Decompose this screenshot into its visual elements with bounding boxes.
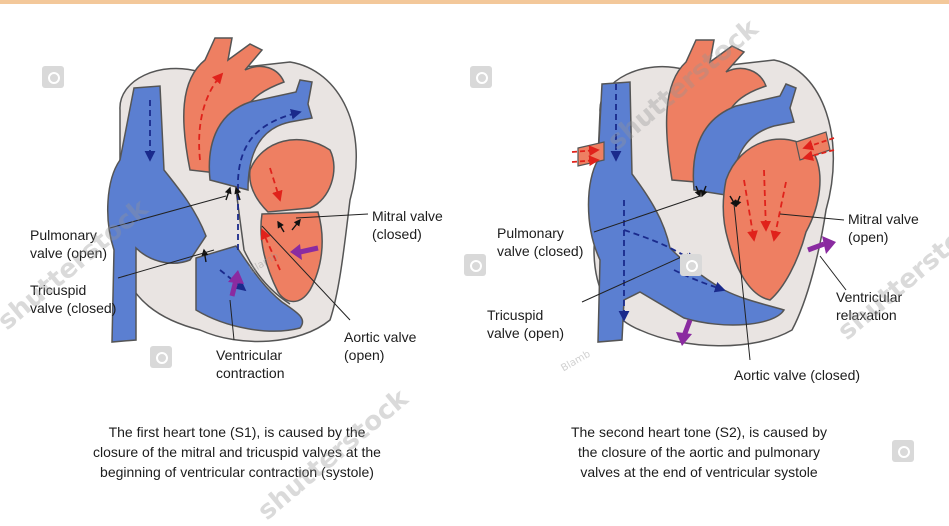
label-mitral-valve-closed: Mitral valve (closed) bbox=[372, 207, 443, 243]
label-aortic-valve-closed: Aortic valve (closed) bbox=[734, 366, 860, 384]
watermark-logo-icon bbox=[42, 66, 64, 88]
watermark-logo-icon bbox=[464, 254, 486, 276]
label-pulmonary-valve-closed: Pulmonary valve (closed) bbox=[497, 224, 583, 260]
label-tricuspid-valve-open: Tricuspid valve (open) bbox=[487, 306, 564, 342]
label-ventricular-contraction: Ventricular contraction bbox=[216, 346, 284, 382]
watermark-logo-icon bbox=[892, 440, 914, 462]
caption-s2: The second heart tone (S2), is caused by… bbox=[534, 422, 864, 482]
label-mitral-valve-open: Mitral valve (open) bbox=[848, 210, 919, 246]
watermark-logo-icon bbox=[470, 66, 492, 88]
watermark-logo-icon bbox=[680, 254, 702, 276]
label-aortic-valve-open: Aortic valve (open) bbox=[344, 328, 416, 364]
watermark-logo-icon bbox=[150, 346, 172, 368]
